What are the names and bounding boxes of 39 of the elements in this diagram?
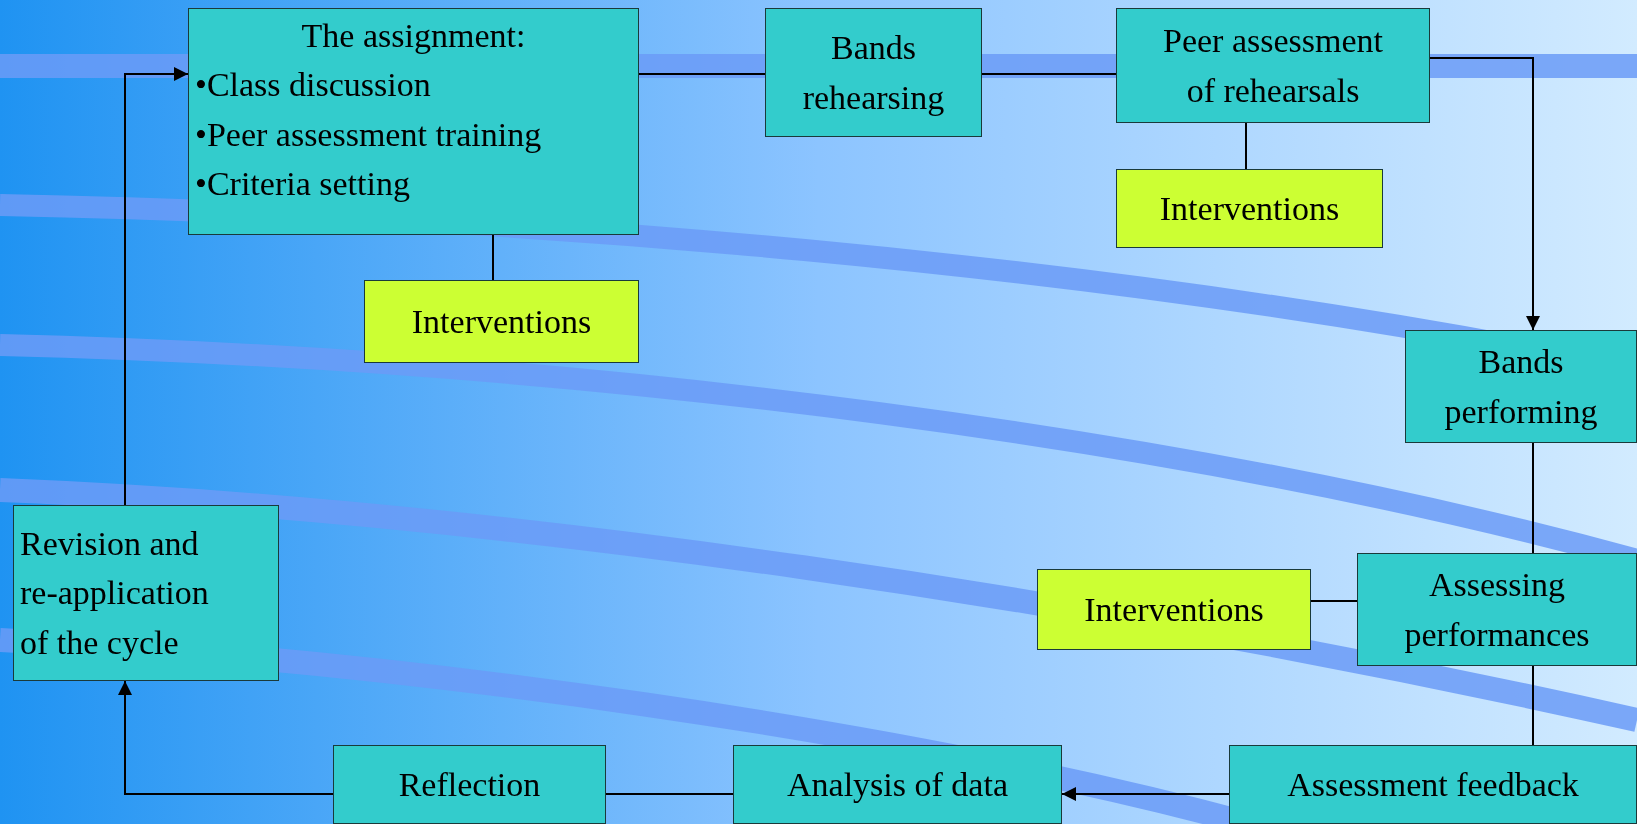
process-box	[188, 8, 639, 235]
box-label: Reflection	[397, 764, 542, 805]
intervention-box	[1116, 169, 1383, 248]
connector-line	[1061, 787, 1230, 801]
box-label: Assessing performances	[1403, 565, 1591, 655]
connector-line	[492, 234, 494, 281]
bullet-item: •Criteria setting	[195, 163, 411, 204]
intervention-box	[1037, 569, 1311, 650]
box-label: Interventions	[1083, 589, 1265, 630]
bullet-item: •Peer assessment training	[195, 114, 543, 155]
box-label: Analysis of data	[786, 764, 1009, 805]
process-box	[1229, 745, 1637, 824]
connector-line	[1532, 442, 1534, 554]
box-label: Assessment feedback	[1286, 764, 1580, 805]
bullet-item: •Class discussion	[195, 65, 432, 106]
connector-line	[1429, 57, 1540, 331]
intervention-box	[364, 280, 639, 363]
process-box	[333, 745, 606, 824]
process-box	[765, 8, 982, 137]
connector-line	[605, 793, 734, 795]
box-label: Bands performing	[1443, 342, 1599, 432]
connector-line	[118, 680, 334, 795]
connector-line	[638, 73, 766, 75]
process-box	[1357, 553, 1637, 666]
process-box	[1116, 8, 1430, 123]
box-label: Interventions	[410, 301, 593, 342]
box-label: Interventions	[1158, 188, 1341, 229]
connector-line	[124, 67, 189, 506]
process-box	[733, 745, 1062, 824]
process-box	[1405, 330, 1637, 443]
box-heading: The assignment:	[300, 16, 527, 56]
connector-line	[981, 73, 1117, 75]
connector-line	[1310, 600, 1358, 602]
process-box	[13, 505, 279, 681]
connector-line	[1245, 122, 1247, 170]
box-label: Peer assessment of rehearsals	[1162, 21, 1384, 111]
box-label: Bands rehearsing	[801, 28, 946, 118]
box-label: Revision and re-application of the cycle	[20, 524, 210, 663]
connector-line	[1532, 665, 1534, 746]
